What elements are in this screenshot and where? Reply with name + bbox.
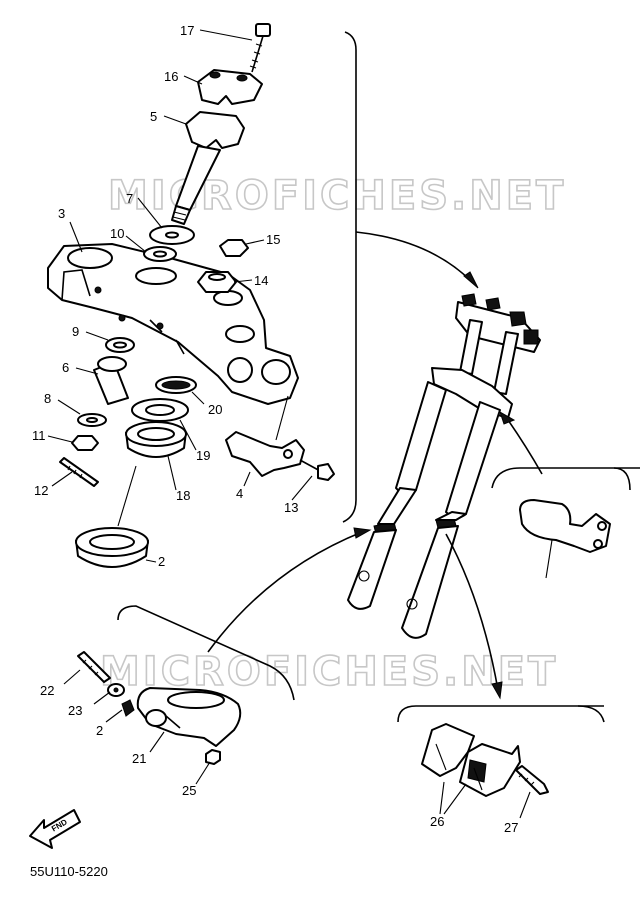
front-fork-assembly[interactable] [347, 293, 541, 639]
part-26-holder[interactable] [421, 723, 521, 797]
label-27: 27 [504, 820, 518, 835]
label-22: 22 [40, 683, 54, 698]
label-26: 26 [430, 814, 444, 829]
part-16-handlebar-cap[interactable] [197, 69, 263, 105]
label-18: 18 [176, 488, 190, 503]
inset-lower-left [117, 605, 295, 701]
label-8: 8 [44, 391, 51, 406]
label-3: 3 [58, 206, 65, 221]
label-21: 21 [132, 751, 146, 766]
callout-labels: 17 16 5 7 3 10 15 14 9 6 8 11 12 20 19 1… [32, 23, 518, 835]
inset-right [491, 467, 640, 491]
label-5: 5 [150, 109, 157, 124]
label-12: 12 [34, 483, 48, 498]
part-9-dust-seal[interactable] [105, 337, 135, 353]
label-7: 7 [126, 191, 133, 206]
watermark-bottom: MICROFICHES.NET [100, 649, 558, 695]
label-10: 10 [110, 226, 124, 241]
part-19-ball-race[interactable] [131, 398, 189, 422]
part-5-steering-stem[interactable] [171, 111, 245, 225]
label-20: 20 [208, 402, 222, 417]
part-11-nut[interactable] [71, 435, 99, 451]
part-25-nut[interactable] [205, 749, 221, 765]
part-23-washer[interactable] [107, 683, 125, 697]
leader-lines-upper [47, 29, 313, 563]
part-13-bolt[interactable] [299, 459, 335, 481]
connector-lines [207, 231, 543, 700]
label-2b: 2 [96, 723, 103, 738]
label-19: 19 [196, 448, 210, 463]
label-6: 6 [62, 360, 69, 375]
label-25: 25 [182, 783, 196, 798]
part-20-ball-race[interactable] [155, 376, 197, 394]
part-7-washer[interactable] [149, 225, 195, 245]
label-2: 2 [158, 554, 165, 569]
label-16: 16 [164, 69, 178, 84]
part-18-ball-race[interactable] [125, 421, 187, 458]
label-13: 13 [284, 500, 298, 515]
label-14: 14 [254, 273, 268, 288]
group-bracket [342, 31, 357, 523]
part-10-washer[interactable] [143, 246, 177, 262]
part-17-bolt[interactable] [249, 23, 271, 73]
part-15-cap-nut[interactable] [219, 239, 249, 257]
part-2-washer-small[interactable] [121, 699, 135, 717]
leader-lines-lower-left [63, 669, 211, 785]
label-17: 17 [180, 23, 194, 38]
part-12-bolt[interactable] [59, 457, 99, 487]
part-21-handle-crown[interactable] [136, 687, 242, 747]
part-8-washer[interactable] [77, 413, 107, 427]
label-11: 11 [32, 428, 46, 443]
label-4: 4 [236, 486, 243, 501]
inset-lower-right [397, 705, 605, 723]
label-23: 23 [68, 703, 82, 718]
front-direction-arrow: FND [29, 809, 81, 849]
leader-lines-lower-right [439, 781, 531, 819]
label-9: 9 [72, 324, 79, 339]
part-2-ball-race-lower[interactable] [75, 527, 149, 568]
part-1-cable-guide[interactable] [519, 499, 611, 579]
part-6-collar[interactable] [93, 356, 129, 405]
part-code: 55U110-5220 [30, 864, 108, 879]
part-4-cable-guide[interactable] [225, 431, 305, 477]
part-27-bolt[interactable] [515, 765, 549, 795]
label-15: 15 [266, 232, 280, 247]
part-22-bolt[interactable] [77, 651, 111, 683]
part-14-nut[interactable] [197, 271, 237, 293]
